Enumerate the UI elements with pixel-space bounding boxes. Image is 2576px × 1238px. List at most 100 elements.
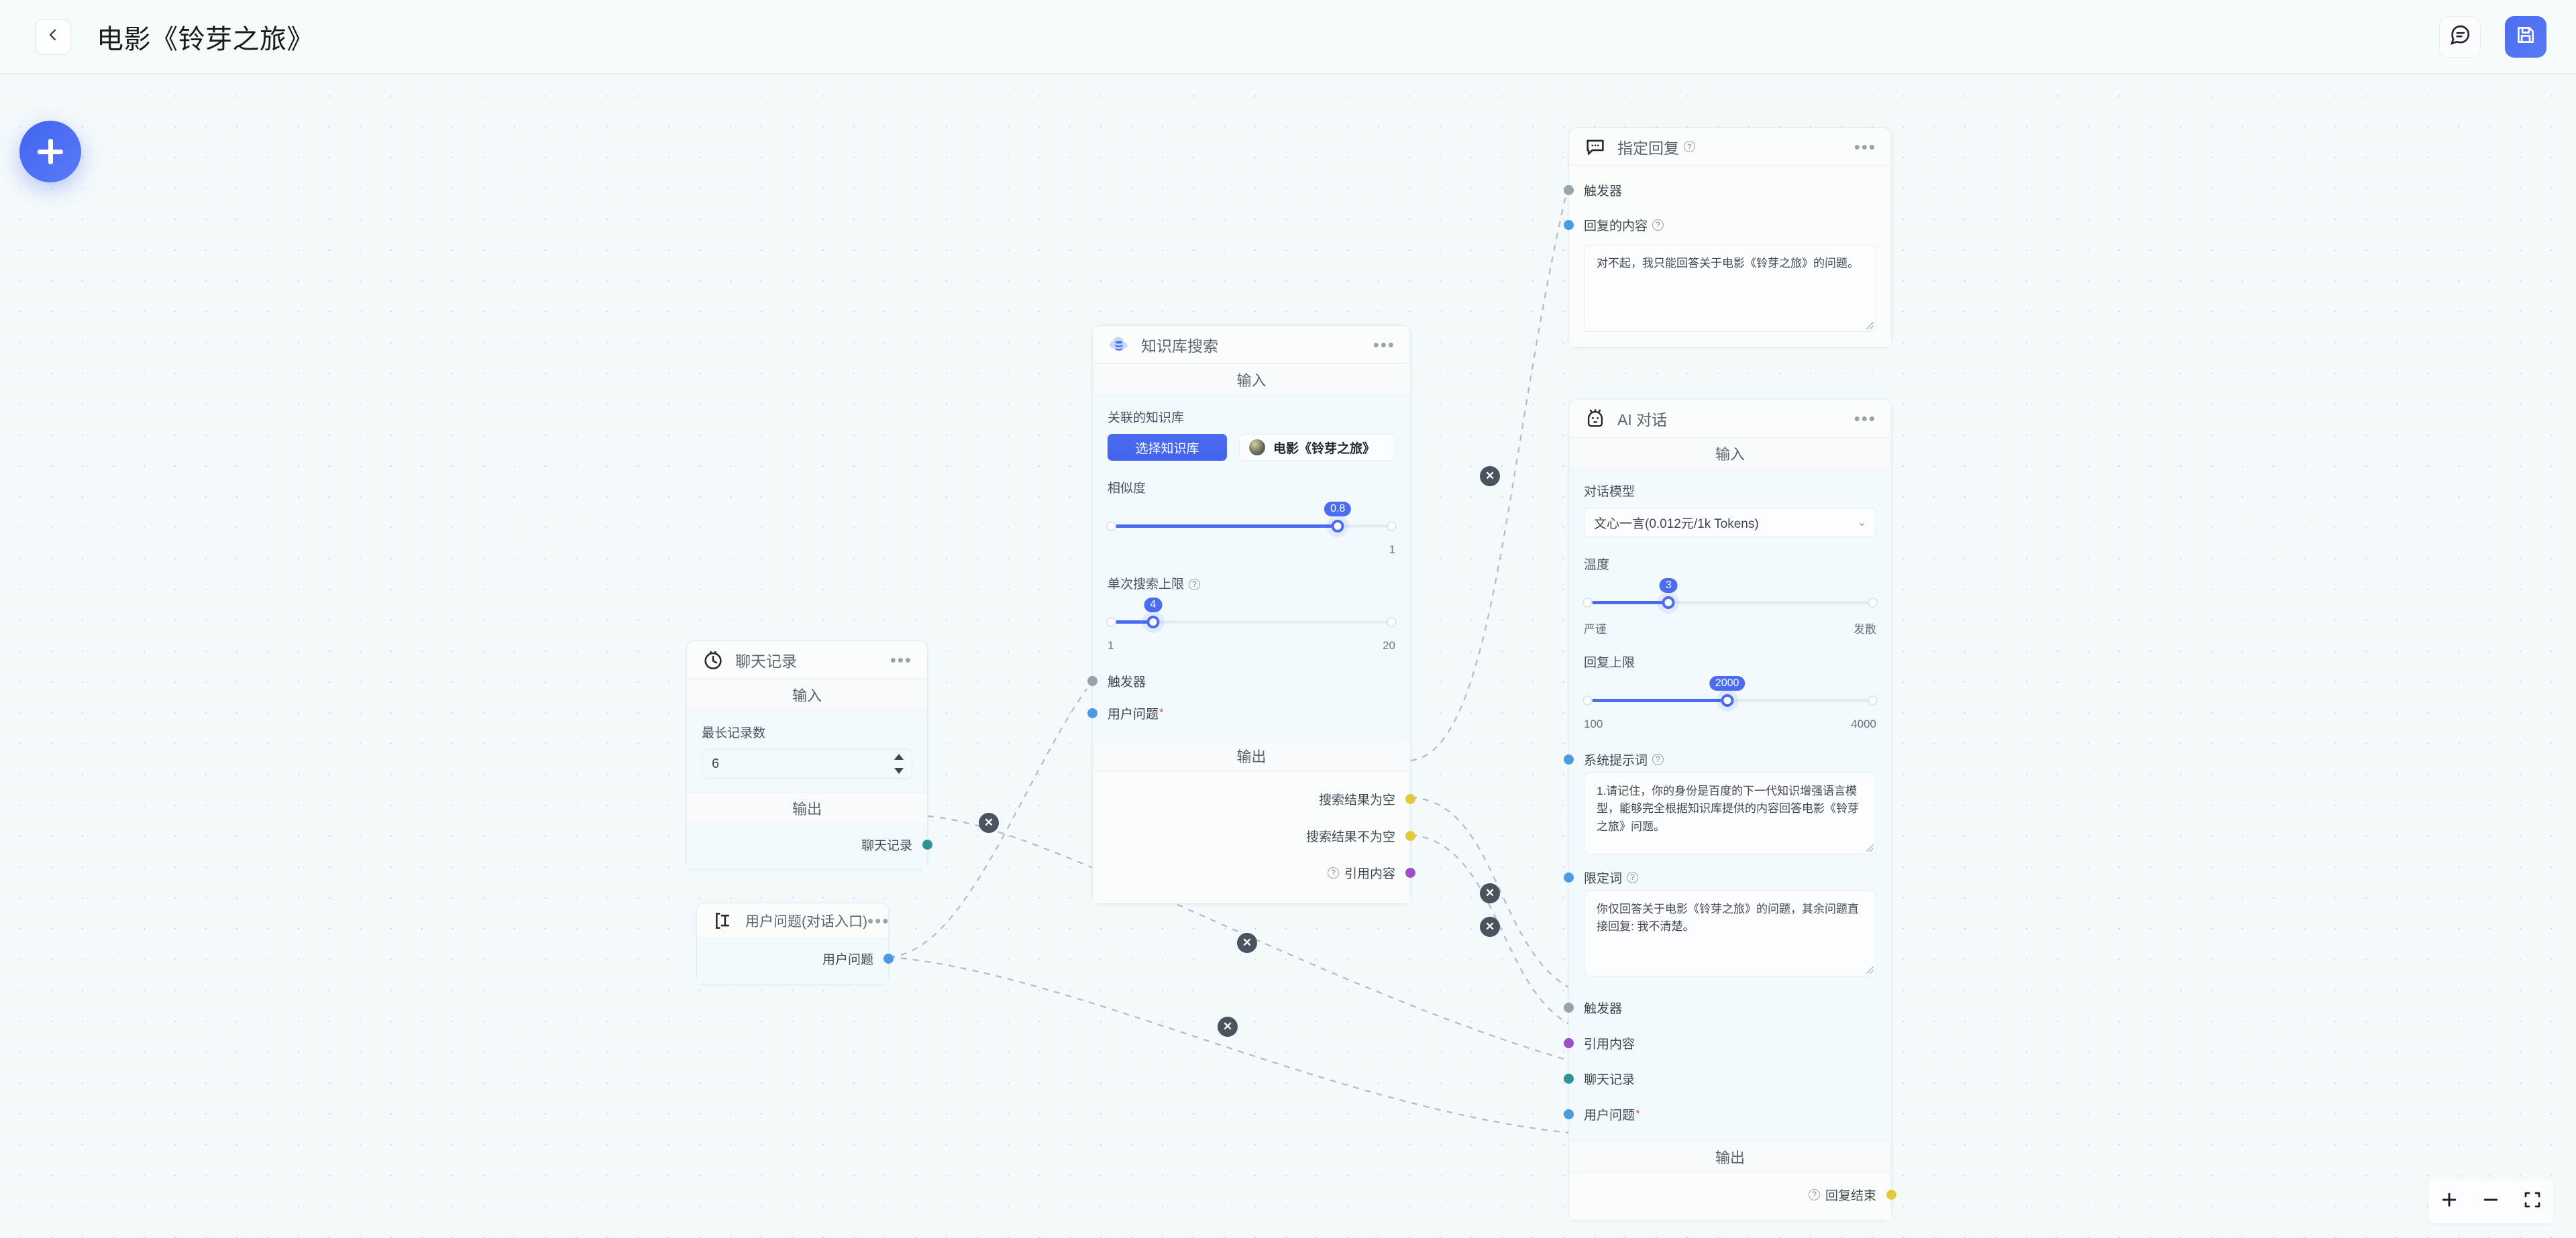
port-row[interactable]: ? 引用内容 xyxy=(1108,859,1415,886)
edge-delete-button[interactable]: ✕ xyxy=(979,813,999,833)
node-header[interactable]: AI 对话 ••• xyxy=(1569,400,1891,437)
port-row[interactable]: 回复的内容 ? xyxy=(1564,211,1876,238)
help-icon[interactable]: ? xyxy=(1627,871,1639,883)
edge-delete-button[interactable]: ✕ xyxy=(1480,917,1500,937)
node-menu-icon[interactable]: ••• xyxy=(1854,136,1876,157)
add-node-button[interactable] xyxy=(19,121,81,182)
node-menu-icon[interactable]: ••• xyxy=(1373,334,1395,355)
help-icon[interactable]: ? xyxy=(1189,578,1201,590)
slider-start-cap xyxy=(1582,598,1593,608)
slider-max-label: 4000 xyxy=(1851,718,1876,730)
max-records-label: 最长记录数 xyxy=(702,726,766,740)
help-icon[interactable]: ? xyxy=(1808,1188,1820,1200)
help-icon[interactable]: ? xyxy=(1652,219,1664,231)
help-icon[interactable]: ? xyxy=(1652,753,1664,765)
input-section-label: 输入 xyxy=(1093,363,1410,396)
node-menu-icon[interactable]: ••• xyxy=(867,910,890,931)
save-button[interactable] xyxy=(2505,15,2546,58)
slider-end-cap xyxy=(1387,617,1397,627)
port-row[interactable]: 引用内容 xyxy=(1564,1029,1876,1056)
chat-preview-button[interactable] xyxy=(2439,15,2481,58)
port-row[interactable]: 用户问题* xyxy=(1087,699,1395,726)
input-port-dot[interactable] xyxy=(1564,754,1574,765)
output-port-dot[interactable] xyxy=(1405,867,1415,878)
slider-value-badge: 0.8 xyxy=(1324,502,1352,516)
robot-face-icon xyxy=(1584,407,1607,430)
reply-content-textarea[interactable]: 对不起，我只能回答关于电影《铃芽之旅》的问题。 xyxy=(1584,245,1876,332)
input-port-dot[interactable] xyxy=(1564,1073,1574,1084)
port-row[interactable]: 用户问题 xyxy=(712,945,894,972)
node-title: AI 对话 xyxy=(1617,410,1668,429)
input-port-dot[interactable] xyxy=(1564,1002,1574,1013)
output-port-dot[interactable] xyxy=(922,839,932,850)
node-chat-history[interactable]: 聊天记录 ••• 输入 最长记录数 6 输出 聊天记录 xyxy=(686,640,932,869)
port-row[interactable]: 限定词 ? xyxy=(1564,864,1876,891)
node-header[interactable]: 用户问题(对话入口) ••• xyxy=(697,903,888,938)
kb-chip[interactable]: 电影《铃芽之旅》 xyxy=(1239,434,1395,461)
limit-word-textarea[interactable]: 你仅回答关于电影《铃芽之旅》的问题，其余问题直接回复: 我不清楚。 xyxy=(1584,891,1876,976)
edge-delete-button[interactable]: ✕ xyxy=(1237,933,1257,953)
edge-delete-button[interactable]: ✕ xyxy=(1218,1017,1238,1037)
slider-knob[interactable] xyxy=(1331,520,1344,532)
port-label: 用户问题 xyxy=(1584,1108,1635,1123)
port-row[interactable]: ? 回复结束 xyxy=(1584,1181,1896,1208)
select-kb-button[interactable]: 选择知识库 xyxy=(1108,434,1227,461)
node-header[interactable]: 聊天记录 ••• xyxy=(687,641,927,679)
port-row[interactable]: 触发器 xyxy=(1087,667,1395,694)
input-port-dot[interactable] xyxy=(1564,184,1574,195)
max-records-stepper[interactable] xyxy=(894,754,904,774)
node-ai-chat[interactable]: AI 对话 ••• 输入 对话模型 文心一言(0.012元/1k Tokens)… xyxy=(1564,399,1896,1221)
slider-knob[interactable] xyxy=(1146,616,1160,628)
maxtokens-slider[interactable]: 2000 xyxy=(1582,676,1878,716)
input-port-dot[interactable] xyxy=(1087,675,1097,686)
output-port-dot[interactable] xyxy=(883,953,894,964)
node-kb-search[interactable]: 知识库搜索 ••• 输入 关联的知识库 选择知识库 电影《铃芽之旅》 相似度 0… xyxy=(1087,325,1415,904)
port-row[interactable]: 搜索结果为空 xyxy=(1108,785,1415,812)
zoom-in-button[interactable] xyxy=(2428,1179,2470,1223)
input-port-dot[interactable] xyxy=(1564,219,1574,230)
output-port-dot[interactable] xyxy=(1405,830,1415,841)
slider-knob[interactable] xyxy=(1662,596,1675,609)
flow-canvas[interactable]: ✕ ✕ ✕ ✕ ✕ ✕ 聊天记录 ••• 输入 最长记录数 6 输出 聊天记录 xyxy=(0,74,2576,1238)
output-port-dot[interactable] xyxy=(1886,1189,1896,1200)
port-row[interactable]: 聊天记录 xyxy=(702,831,932,858)
stepper-up-icon[interactable] xyxy=(894,754,904,760)
input-port-dot[interactable] xyxy=(1087,708,1097,718)
port-row[interactable]: 聊天记录 xyxy=(1564,1065,1876,1092)
back-button[interactable] xyxy=(35,18,71,55)
input-port-dot[interactable] xyxy=(1564,1109,1574,1119)
slider-knob[interactable] xyxy=(1721,694,1734,707)
limit-slider[interactable]: 4 xyxy=(1106,598,1397,638)
help-icon[interactable]: ? xyxy=(1684,141,1695,152)
node-menu-icon[interactable]: ••• xyxy=(890,649,912,670)
node-menu-icon[interactable]: ••• xyxy=(1854,408,1876,429)
port-row[interactable]: 触发器 xyxy=(1564,176,1876,203)
port-row[interactable]: 搜索结果不为空 xyxy=(1108,822,1415,849)
edge-delete-button[interactable]: ✕ xyxy=(1480,466,1500,486)
limit-range: 1 20 xyxy=(1108,639,1395,653)
node-header[interactable]: 知识库搜索 ••• xyxy=(1093,326,1410,363)
port-row[interactable]: 触发器 xyxy=(1564,994,1876,1021)
max-records-input[interactable]: 6 xyxy=(702,749,912,779)
system-prompt-textarea[interactable]: 1.请记住，你的身份是百度的下一代知识增强语言模型，能够完全根据知识库提供的内容… xyxy=(1584,773,1876,854)
slider-value-badge: 3 xyxy=(1659,578,1678,593)
port-label: 搜索结果不为空 xyxy=(1305,830,1395,844)
model-select[interactable]: 文心一言(0.012元/1k Tokens) ⌄ xyxy=(1584,508,1876,537)
input-port-dot[interactable] xyxy=(1564,1037,1574,1048)
zoom-out-button[interactable] xyxy=(2470,1179,2512,1223)
temperature-slider[interactable]: 3 xyxy=(1582,578,1878,618)
node-header[interactable]: 指定回复 ? ••• xyxy=(1569,128,1891,166)
similarity-slider[interactable]: 0.8 xyxy=(1106,502,1397,542)
kb-chip-label: 电影《铃芽之旅》 xyxy=(1273,441,1376,456)
clock-history-icon xyxy=(702,649,724,671)
output-port-dot[interactable] xyxy=(1405,793,1415,804)
input-port-dot[interactable] xyxy=(1564,872,1574,883)
port-row[interactable]: 系统提示词 ? xyxy=(1564,746,1876,773)
fit-view-button[interactable] xyxy=(2512,1179,2553,1223)
node-user-question[interactable]: 用户问题(对话入口) ••• 用户问题 xyxy=(696,903,894,984)
port-row[interactable]: 用户问题* xyxy=(1564,1101,1876,1127)
stepper-down-icon[interactable] xyxy=(894,768,904,774)
node-fixed-reply[interactable]: 指定回复 ? ••• 触发器 回复的内容 ? 对不起，我只能回答关于电影《铃芽之… xyxy=(1564,127,1892,347)
help-icon[interactable]: ? xyxy=(1327,866,1339,879)
edge-delete-button[interactable]: ✕ xyxy=(1480,883,1500,903)
